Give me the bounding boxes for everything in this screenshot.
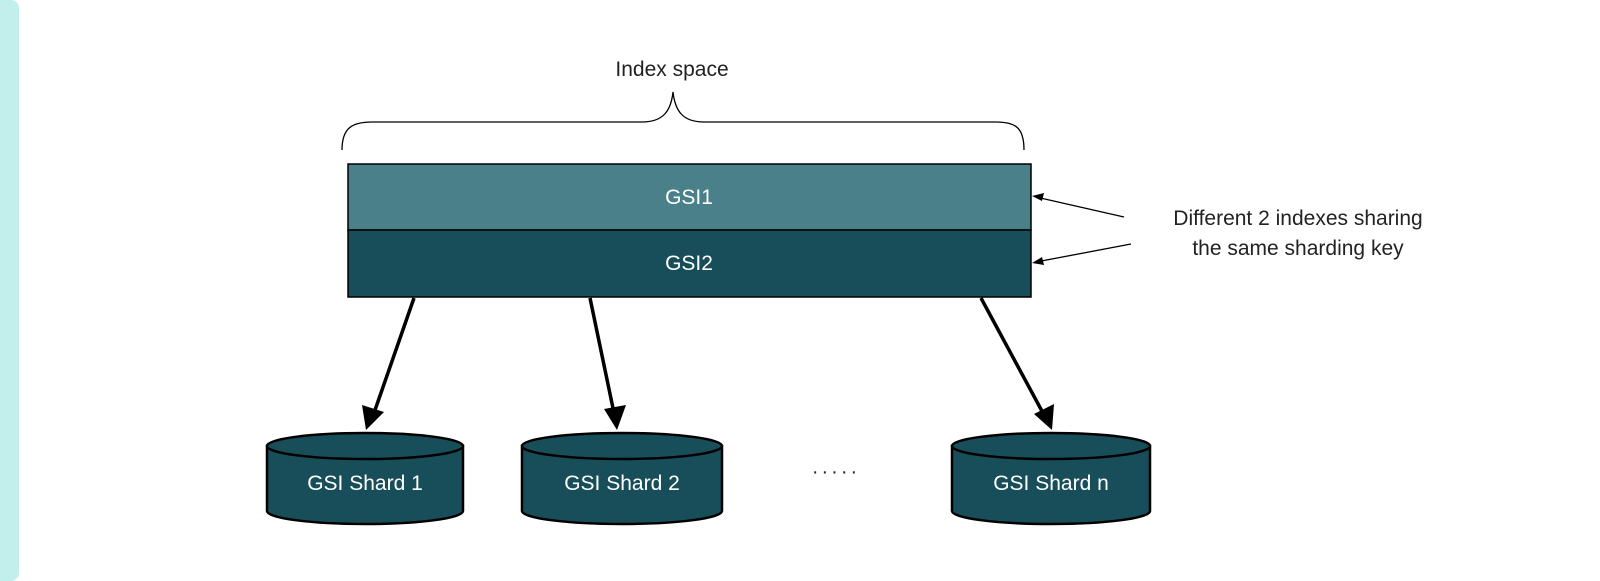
- index-space-label: Index space: [615, 58, 728, 81]
- arrow-to-shard-2: [588, 297, 616, 414]
- annotation-line-2: the same sharding key: [1192, 237, 1404, 260]
- arrow-to-shard-n: [979, 297, 1045, 414]
- gsi2-rect: [347, 229, 1032, 298]
- arrowhead-shard-1: [362, 405, 384, 430]
- gsi1-index-block: GSI1: [347, 163, 1032, 231]
- shard-1-top: [265, 431, 465, 461]
- shard-n-top: [950, 431, 1152, 461]
- annotation-arrowhead-gsi1: [1032, 193, 1044, 201]
- left-accent-rail: [0, 0, 19, 581]
- index-space-brace: [341, 91, 1025, 151]
- shard-2-body: [520, 444, 724, 526]
- shard-2-top: [520, 431, 724, 461]
- shard-n-label: GSI Shard n: [993, 472, 1109, 495]
- shard-n-body: [950, 444, 1152, 526]
- gsi-shard-n: GSI Shard n: [950, 431, 1152, 526]
- annotation-arrow-gsi2: [1035, 243, 1132, 263]
- gsi1-rect: [347, 163, 1032, 231]
- annotation-line-1: Different 2 indexes sharing: [1173, 207, 1422, 230]
- arrowhead-shard-2: [604, 405, 626, 430]
- gsi-shard-2: GSI Shard 2: [520, 431, 724, 526]
- annotation-arrow-gsi1: [1035, 196, 1125, 218]
- gsi-shard-1: GSI Shard 1: [265, 431, 465, 526]
- gsi2-label: GSI2: [665, 252, 713, 275]
- shard-1-label: GSI Shard 1: [307, 472, 423, 495]
- shard-1-body: [265, 444, 465, 526]
- shard-2-label: GSI Shard 2: [564, 472, 680, 495]
- gsi1-label: GSI1: [665, 186, 713, 209]
- gsi2-index-block: GSI2: [347, 229, 1032, 298]
- arrow-to-shard-1: [372, 297, 416, 414]
- annotation-arrowhead-gsi2: [1032, 257, 1044, 265]
- shard-ellipsis: ·····: [812, 461, 860, 483]
- arrowhead-shard-n: [1034, 404, 1054, 430]
